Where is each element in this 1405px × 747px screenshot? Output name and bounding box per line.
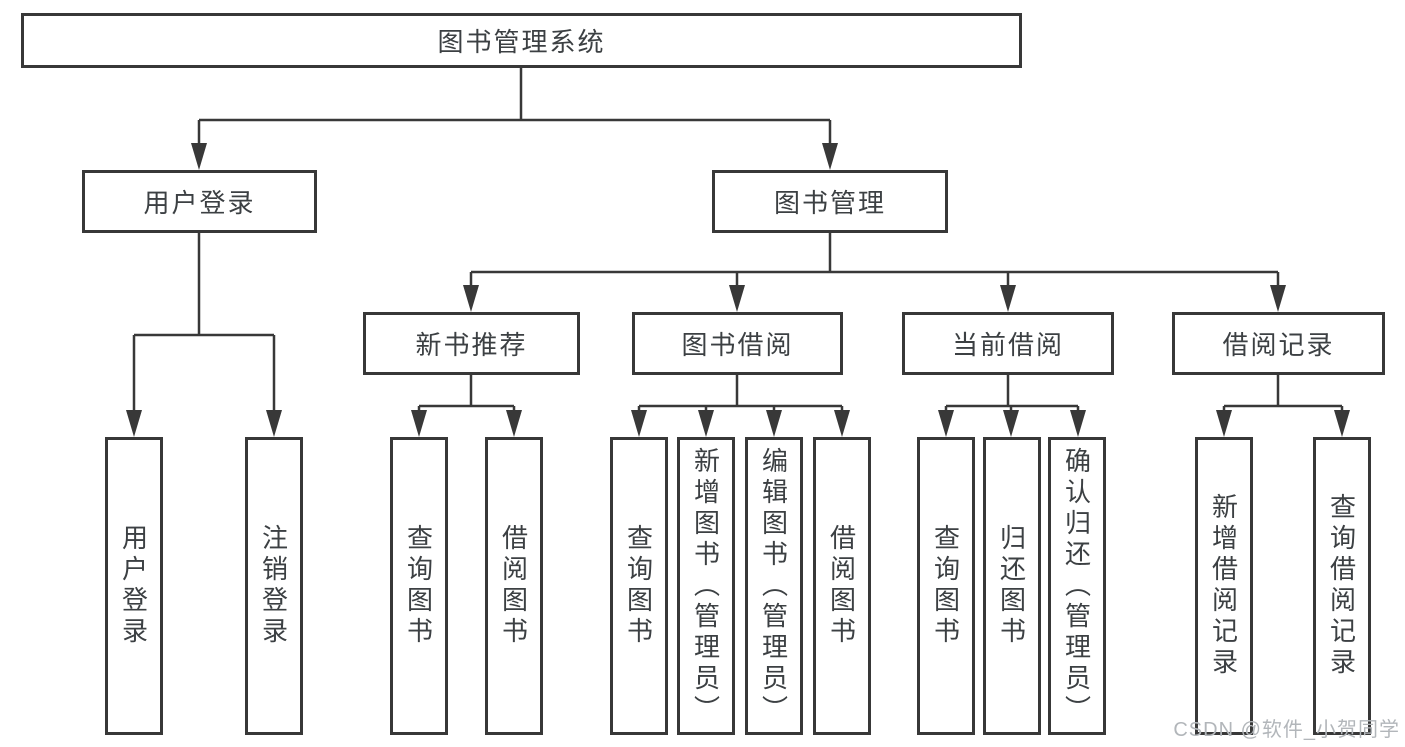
node-new-book-recommend: 新书推荐 — [363, 312, 580, 375]
node-logout-action: 注销登录 — [245, 437, 303, 735]
node-query-borrow-record: 查询借阅记录 — [1313, 437, 1371, 735]
node-current-borrow: 当前借阅 — [902, 312, 1114, 375]
arrowheads — [126, 143, 1350, 437]
node-return-books: 归还图书 — [983, 437, 1041, 735]
node-query-books-current: 查询图书 — [917, 437, 975, 735]
node-borrow-books-recommend: 借阅图书 — [485, 437, 543, 735]
node-edit-book-admin: 编辑图书（管理员） — [745, 437, 803, 735]
node-add-borrow-record: 新增借阅记录 — [1195, 437, 1253, 735]
node-borrow-records: 借阅记录 — [1172, 312, 1385, 375]
node-book-borrow: 图书借阅 — [632, 312, 843, 375]
node-query-books-recommend: 查询图书 — [390, 437, 448, 735]
node-confirm-return-admin: 确认归还（管理员） — [1048, 437, 1106, 735]
node-query-books-borrow: 查询图书 — [610, 437, 668, 735]
node-book-management-system: 图书管理系统 — [21, 13, 1022, 68]
node-add-book-admin: 新增图书（管理员） — [677, 437, 735, 735]
node-user-login: 用户登录 — [82, 170, 317, 233]
csdn-watermark: CSDN @软件_小贺同学 — [1173, 719, 1400, 741]
node-user-login-action: 用户登录 — [105, 437, 163, 735]
node-borrow-books-borrow: 借阅图书 — [813, 437, 871, 735]
node-book-management: 图书管理 — [712, 170, 948, 233]
